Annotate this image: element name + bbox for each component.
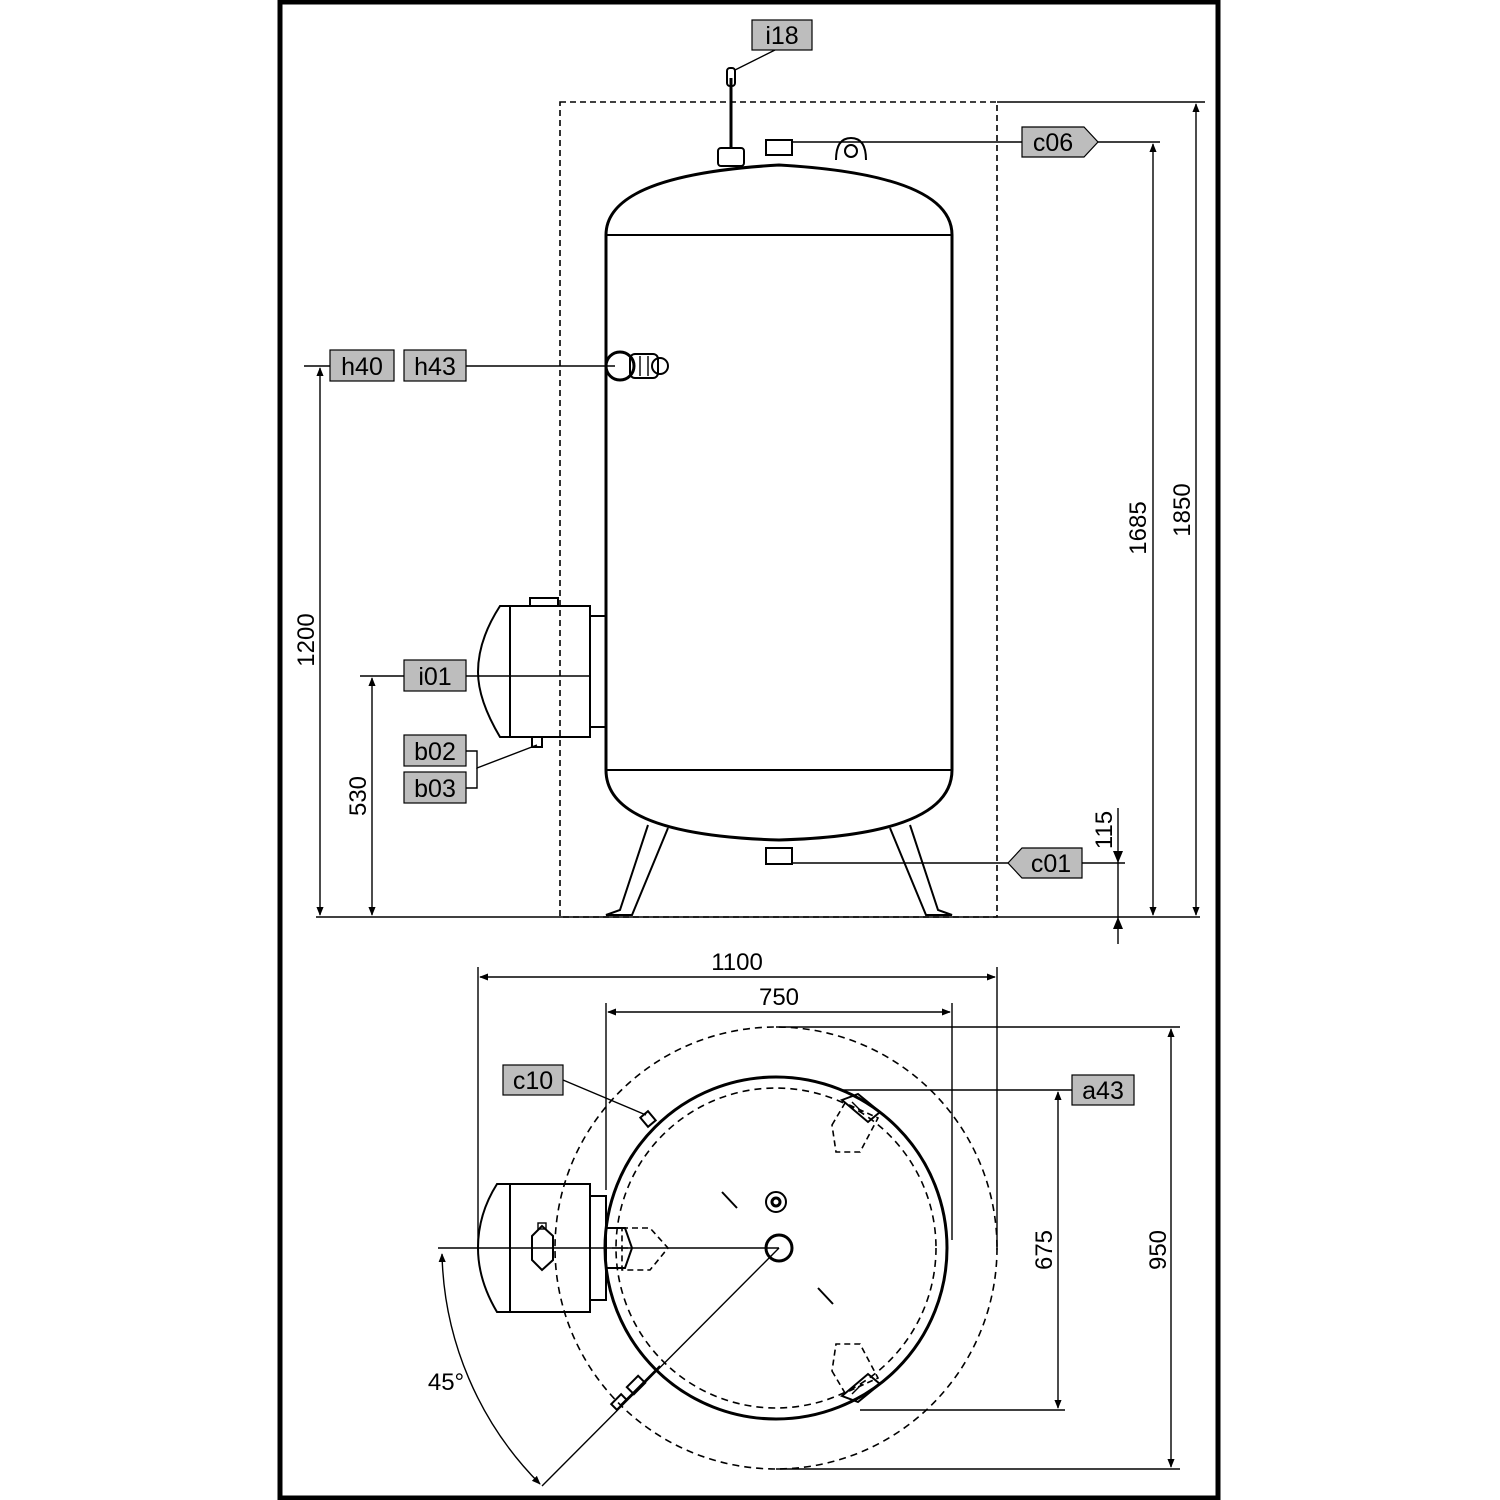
angle-arc-45 (438, 1253, 541, 1485)
svg-text:c10: c10 (513, 1067, 553, 1095)
tank-inner-dashed-circle (615, 1087, 937, 1409)
top-sensor-rod (726, 67, 736, 87)
svg-text:c06: c06 (1033, 129, 1073, 157)
svg-text:b02: b02 (414, 738, 456, 766)
svg-text:a43: a43 (1082, 1077, 1124, 1105)
clearance-envelope (559, 101, 998, 918)
svg-text:c01: c01 (1031, 850, 1071, 878)
heater-flange (476, 597, 607, 748)
label-c01: c01 (1007, 847, 1083, 879)
dim-45deg: 45° (428, 1369, 464, 1396)
outer-clearance-circle (554, 1026, 998, 1470)
drawing-frame (277, 0, 1221, 1500)
svg-text:i01: i01 (418, 663, 451, 691)
top-view: 1100 750 (428, 949, 1180, 1487)
dim-115: 115 (1091, 811, 1118, 849)
dim-750: 750 (759, 984, 799, 1011)
svg-text:h40: h40 (341, 353, 383, 381)
top-fitting-outer (765, 1191, 787, 1213)
dim-1850: 1850 (1169, 483, 1196, 536)
dim-950: 950 (1145, 1230, 1172, 1270)
dim-1100: 1100 (711, 949, 763, 976)
lifting-eye (835, 136, 867, 161)
label-a43: a43 (1071, 1074, 1135, 1106)
label-i18: i18 (751, 19, 813, 51)
label-c10: c10 (502, 1064, 564, 1096)
label-i01: i01 (403, 659, 467, 692)
tank-body (604, 163, 954, 842)
leg-foot-left (605, 1227, 670, 1271)
thermometer-fitting (604, 350, 669, 382)
dim-675: 675 (1031, 1230, 1058, 1270)
svg-text:h43: h43 (414, 353, 456, 381)
top-fitting-inner (770, 1196, 782, 1208)
top-outlet-c06 (765, 139, 793, 156)
label-b02: b02 (403, 734, 467, 767)
bottom-outlet-c01 (765, 847, 793, 865)
label-h43: h43 (403, 349, 467, 382)
dim-1200: 1200 (293, 613, 320, 666)
svg-text:i18: i18 (765, 22, 798, 50)
label-b03: b03 (403, 771, 467, 804)
side-view: 1850 1685 1200 530 115 i18 c06 h40 h43 i… (293, 19, 1205, 944)
leg-foot-top (831, 1092, 882, 1153)
leg-foot-bottom (831, 1343, 882, 1404)
dim-530: 530 (345, 776, 372, 816)
svg-text:b03: b03 (414, 775, 456, 803)
label-c06: c06 (1021, 126, 1099, 158)
dim-1685: 1685 (1125, 501, 1152, 554)
tank-legs (605, 824, 953, 916)
top-sensor-mount (717, 147, 745, 167)
label-h40: h40 (329, 349, 395, 382)
